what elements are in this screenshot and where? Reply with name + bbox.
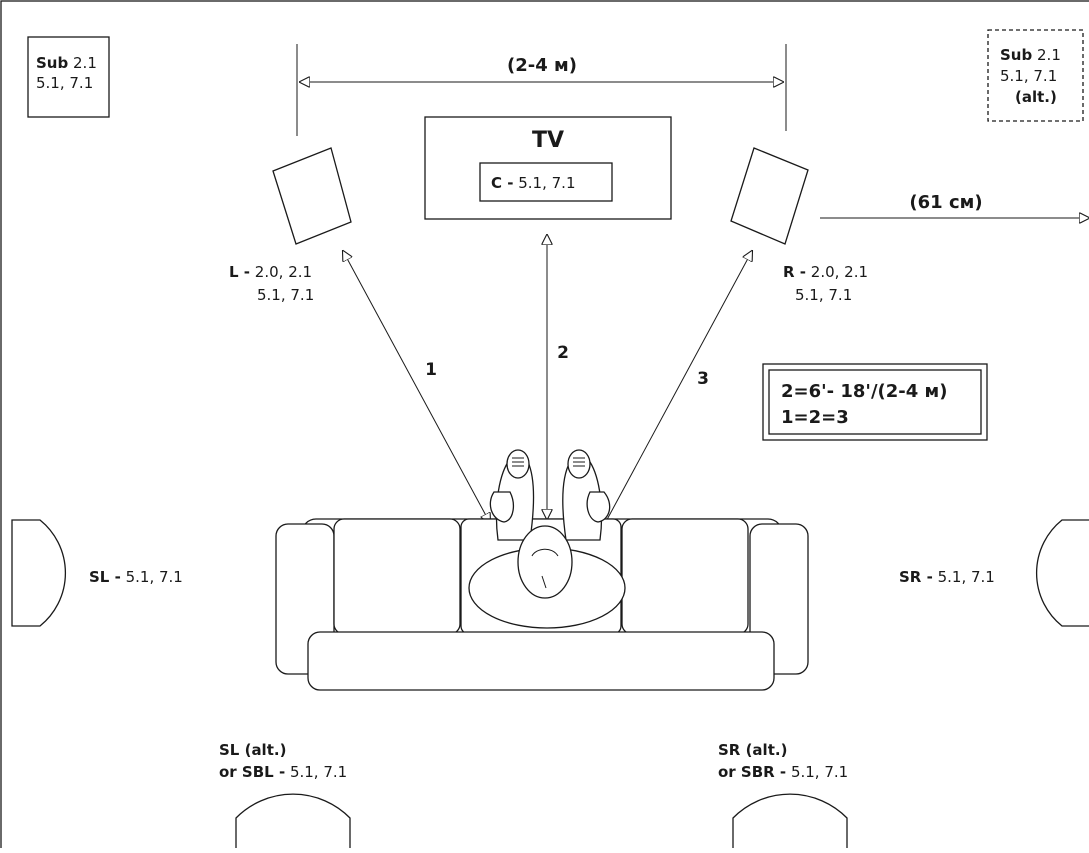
- ray-label-1: 1: [425, 360, 437, 380]
- svg-text:SR - 5.1, 7.1: SR - 5.1, 7.1: [899, 568, 995, 586]
- listener-left-foot: [506, 449, 530, 479]
- wall-distance: (61 см): [820, 192, 1089, 218]
- rear-left-speaker: SL (alt.) or SBL - 5.1, 7.1: [219, 741, 351, 848]
- rear-right-bold: or SBR -: [718, 763, 786, 781]
- subwoofer-alt-line3: (alt.): [1015, 88, 1057, 106]
- side-left-text: 5.1, 7.1: [126, 568, 183, 586]
- rear-right-speaker: SR (alt.) or SBR - 5.1, 7.1: [718, 741, 848, 848]
- rear-left-bold: or SBL -: [219, 763, 285, 781]
- svg-text:Sub 2.1: Sub 2.1: [1000, 46, 1061, 64]
- svg-text:or SBL - 5.1, 7.1: or SBL - 5.1, 7.1: [219, 763, 347, 781]
- listener-right-foot: [567, 449, 591, 479]
- ray-label-3: 3: [697, 369, 709, 389]
- subwoofer-alt-line1: 2.1: [1037, 46, 1061, 64]
- sofa-seat-front: [307, 631, 775, 691]
- right-speaker: R - 2.0, 2.1 5.1, 7.1: [730, 147, 868, 304]
- listening-rays: 1 2 3: [343, 235, 752, 540]
- listener-left-hand: [489, 491, 515, 523]
- subwoofer-box: Sub 2.1 5.1, 7.1: [27, 36, 110, 118]
- tv-screen: TV C - 5.1, 7.1: [424, 116, 672, 220]
- left-speaker-line2: 5.1, 7.1: [257, 286, 314, 304]
- svg-text:R - 2.0, 2.1: R - 2.0, 2.1: [783, 263, 868, 281]
- left-speaker-line1: 2.0, 2.1: [255, 263, 312, 281]
- ray-left: [343, 251, 490, 523]
- svg-text:SL - 5.1, 7.1: SL - 5.1, 7.1: [89, 568, 183, 586]
- formula-box: 2=6'- 18'/(2-4 м) 1=2=3: [762, 363, 988, 441]
- rear-left-line1: SL (alt.): [219, 741, 286, 759]
- center-speaker: [479, 162, 613, 202]
- sofa-right-cushion: [621, 518, 749, 635]
- formula-line2: 1=2=3: [781, 407, 849, 428]
- width-dimension: (2-4 м): [296, 44, 787, 136]
- rear-right-text: 5.1, 7.1: [791, 763, 848, 781]
- center-speaker-text: 5.1, 7.1: [518, 174, 575, 192]
- width-label: (2-4 м): [507, 55, 577, 76]
- listener-head: [517, 525, 573, 599]
- subwoofer-alt-bold-label: Sub: [1000, 46, 1032, 64]
- ray-right: [596, 251, 752, 540]
- svg-text:C - 5.1, 7.1: C - 5.1, 7.1: [491, 174, 576, 192]
- svg-text:or SBR - 5.1, 7.1: or SBR - 5.1, 7.1: [718, 763, 848, 781]
- subwoofer-alt-line2: 5.1, 7.1: [1000, 67, 1057, 85]
- right-speaker-line2: 5.1, 7.1: [795, 286, 852, 304]
- subwoofer-line2: 5.1, 7.1: [36, 74, 93, 92]
- rear-right-line1: SR (alt.): [718, 741, 787, 759]
- subwoofer-bold-label: Sub: [36, 54, 68, 72]
- side-right-bold: SR -: [899, 568, 933, 586]
- svg-text:L - 2.0, 2.1: L - 2.0, 2.1: [229, 263, 312, 281]
- side-left-bold: SL -: [89, 568, 121, 586]
- side-right-text: 5.1, 7.1: [938, 568, 995, 586]
- center-speaker-bold: C -: [491, 174, 513, 192]
- svg-text:Sub 2.1: Sub 2.1: [36, 54, 97, 72]
- listener: [468, 449, 626, 629]
- left-speaker: L - 2.0, 2.1 5.1, 7.1: [229, 147, 352, 304]
- sofa-left-cushion: [333, 518, 461, 635]
- side-left-speaker: SL - 5.1, 7.1: [11, 519, 183, 627]
- rear-left-text: 5.1, 7.1: [290, 763, 347, 781]
- formula-line1: 2=6'- 18'/(2-4 м): [781, 381, 947, 402]
- right-speaker-bold: R -: [783, 263, 806, 281]
- tv-label: TV: [532, 128, 564, 153]
- subwoofer-line1: 2.1: [73, 54, 97, 72]
- wall-distance-label: (61 см): [909, 192, 982, 213]
- subwoofer-alt-box: Sub 2.1 5.1, 7.1 (alt.): [987, 29, 1084, 122]
- left-speaker-bold: L -: [229, 263, 250, 281]
- listener-right-hand: [586, 491, 611, 523]
- right-speaker-line1: 2.0, 2.1: [811, 263, 868, 281]
- ray-label-2: 2: [557, 343, 569, 363]
- side-right-speaker: SR - 5.1, 7.1: [899, 519, 1089, 627]
